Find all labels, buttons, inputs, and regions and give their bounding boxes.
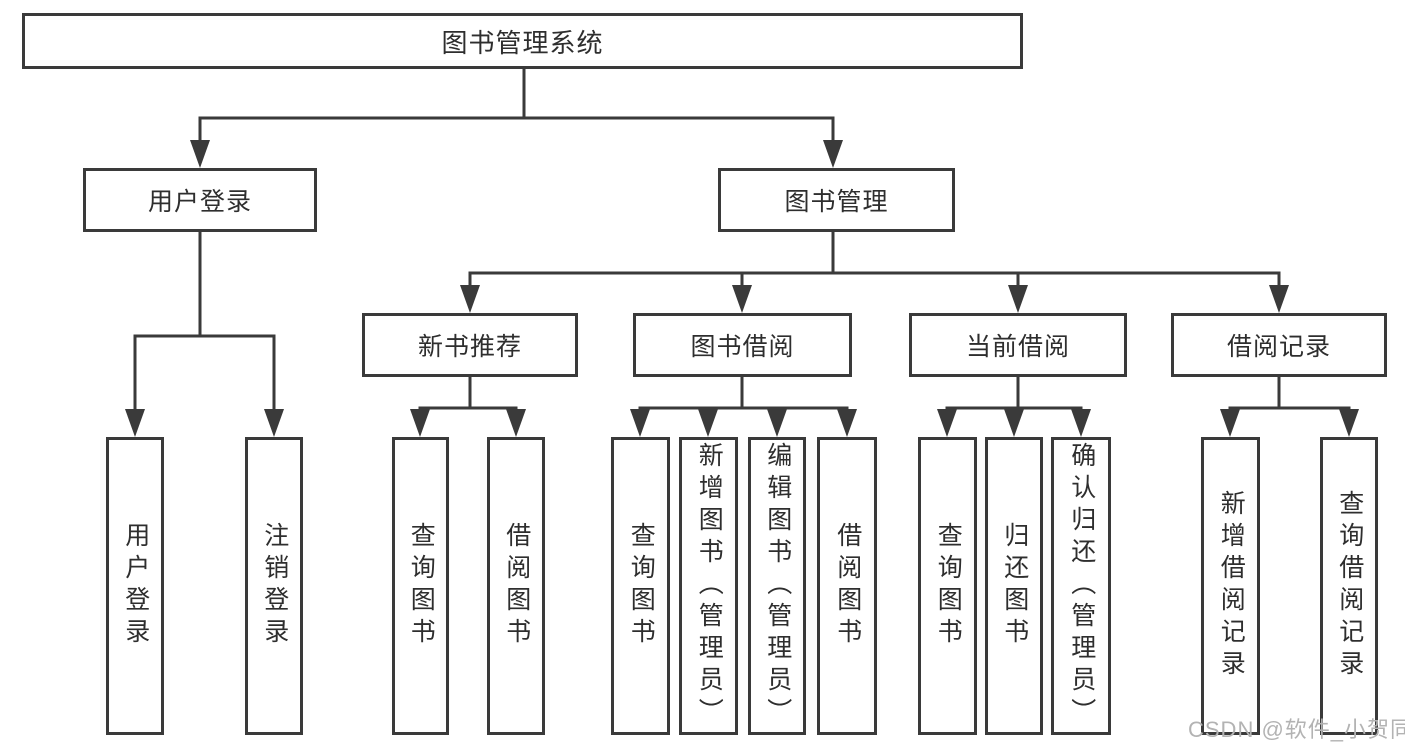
node-logout: 注销登录 xyxy=(245,437,303,735)
node-label: 当前借阅 xyxy=(965,333,1070,361)
node-borrow-query-books: 查询图书 xyxy=(611,437,670,735)
node-label: 查询图书 xyxy=(627,522,656,650)
node-label: 查询图书 xyxy=(934,522,963,650)
node-label: 图书借阅 xyxy=(690,333,795,361)
node-rec-borrow-books: 借阅图书 xyxy=(487,437,545,735)
node-label: 查询图书 xyxy=(407,522,436,650)
node-label: 借阅图书 xyxy=(502,522,531,650)
node-current-query-books: 查询图书 xyxy=(918,437,977,735)
node-library-management-system: 图书管理系统 xyxy=(22,13,1023,69)
node-label: 用户登录 xyxy=(147,188,252,216)
node-label: 借阅记录 xyxy=(1226,333,1331,361)
node-current-confirm-return-admin: 确认归还（管理员） xyxy=(1051,437,1111,735)
node-label: 新增图书（管理员） xyxy=(695,442,724,730)
node-borrow-edit-books-admin: 编辑图书（管理员） xyxy=(748,437,806,735)
node-label: 新增借阅记录 xyxy=(1217,490,1246,682)
node-label: 图书管理系统 xyxy=(441,27,604,58)
node-label: 图书管理 xyxy=(784,188,889,216)
node-user-login-leaf: 用户登录 xyxy=(106,437,164,735)
node-label: 新书推荐 xyxy=(417,333,522,361)
node-label: 借阅图书 xyxy=(833,522,862,650)
node-user-login: 用户登录 xyxy=(83,168,317,232)
node-label: 归还图书 xyxy=(1000,522,1029,650)
node-records-query-borrow-record: 查询借阅记录 xyxy=(1320,437,1378,735)
node-records-add-borrow-record: 新增借阅记录 xyxy=(1201,437,1260,735)
watermark: CSDN @软件_小贺同学 xyxy=(1188,717,1405,742)
node-book-management: 图书管理 xyxy=(718,168,955,232)
node-label: 编辑图书（管理员） xyxy=(763,442,792,730)
node-borrow-add-books-admin: 新增图书（管理员） xyxy=(679,437,738,735)
node-label: 确认归还（管理员） xyxy=(1067,442,1096,730)
node-borrow-borrow-books: 借阅图书 xyxy=(817,437,877,735)
node-borrowing-records: 借阅记录 xyxy=(1171,313,1387,377)
node-rec-query-books: 查询图书 xyxy=(392,437,449,735)
node-current-borrowing: 当前借阅 xyxy=(909,313,1127,377)
node-label: 用户登录 xyxy=(121,522,150,650)
node-label: 查询借阅记录 xyxy=(1335,490,1364,682)
node-current-return-books: 归还图书 xyxy=(985,437,1043,735)
node-book-borrowing: 图书借阅 xyxy=(633,313,852,377)
node-label: 注销登录 xyxy=(260,522,289,650)
node-new-book-recommendation: 新书推荐 xyxy=(362,313,578,377)
